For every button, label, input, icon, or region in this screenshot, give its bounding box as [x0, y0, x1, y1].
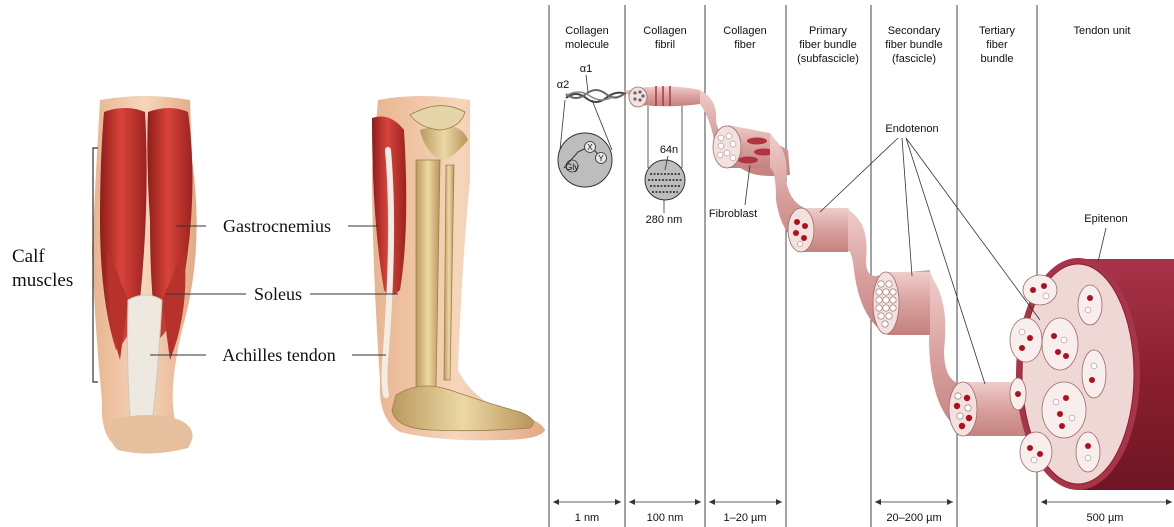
header-tertiary-bundle-line1: Tertiary: [979, 25, 1016, 37]
gastrocnemius-label: Gastrocnemius: [223, 216, 331, 236]
scale-20-200um: 20–200 µm: [886, 512, 941, 524]
header-primary-bundle-line1: Primary: [809, 25, 847, 37]
scale-500um: 500 µm: [1087, 512, 1124, 524]
x-residue-label: X: [587, 143, 593, 152]
calf-label-line2: muscles: [12, 270, 73, 291]
soleus-label: Soleus: [254, 284, 302, 304]
tendon-hierarchy-panel: Collagen molecule Collagen fibril Collag…: [549, 5, 1174, 527]
header-primary-bundle-line2: fiber bundle: [799, 39, 857, 51]
endotenon-leader: [820, 138, 898, 212]
header-secondary-bundle-line3: (fascicle): [892, 53, 936, 65]
header-primary-bundle-line3: (subfascicle): [797, 53, 859, 65]
header-tertiary-bundle-line3: bundle: [980, 53, 1013, 65]
header-tendon-unit: Tendon unit: [1074, 25, 1131, 37]
alpha1-leader: [586, 75, 588, 92]
header-collagen-molecule-line2: molecule: [565, 39, 609, 51]
header-collagen-molecule-line1: Collagen: [565, 25, 608, 37]
scale-1-20um: 1–20 µm: [723, 512, 766, 524]
epitenon-leader: [1098, 228, 1106, 262]
gly-label: Gly: [565, 162, 579, 172]
fibroblast-label: Fibroblast: [709, 208, 757, 220]
band-64n-label: 64n: [660, 144, 678, 156]
alpha2-label: α2: [557, 79, 569, 91]
header-collagen-fibril-line2: fibril: [655, 39, 675, 51]
spacing-280nm-label: 280 nm: [646, 214, 683, 226]
endotenon-leader: [902, 138, 912, 276]
posterior-leg-illustration: [92, 96, 197, 454]
header-collagen-fibril-line1: Collagen: [643, 25, 686, 37]
collagen-fibril: [624, 86, 700, 107]
y-residue-label: Y: [598, 154, 604, 163]
endotenon-label: Endotenon: [885, 123, 938, 135]
collagen-fiber: [713, 125, 777, 168]
tendon-unit: [1010, 258, 1174, 490]
header-collagen-fiber-line2: fiber: [734, 39, 756, 51]
achilles-tendon-label: Achilles tendon: [222, 345, 335, 365]
calf-label-line1: Calf: [12, 246, 45, 267]
endotenon-leader: [906, 138, 985, 384]
scale-100nm: 100 nm: [647, 512, 684, 524]
lateral-leg-illustration: [372, 96, 545, 440]
header-secondary-bundle-line1: Secondary: [888, 25, 941, 37]
fibril-banding-inset: [645, 160, 685, 200]
scale-1nm: 1 nm: [575, 512, 599, 524]
scale-bar-row: [553, 499, 1172, 505]
collagen-molecule-helix: [566, 90, 626, 102]
header-secondary-bundle-line2: fiber bundle: [885, 39, 943, 51]
primary-fiber-bundle: [788, 208, 855, 252]
epitenon-label: Epitenon: [1084, 213, 1127, 225]
header-tertiary-bundle-line2: fiber: [986, 39, 1008, 51]
header-collagen-fiber-line1: Collagen: [723, 25, 766, 37]
alpha1-label: α1: [580, 63, 592, 75]
secondary-fiber-bundle: [873, 272, 938, 334]
